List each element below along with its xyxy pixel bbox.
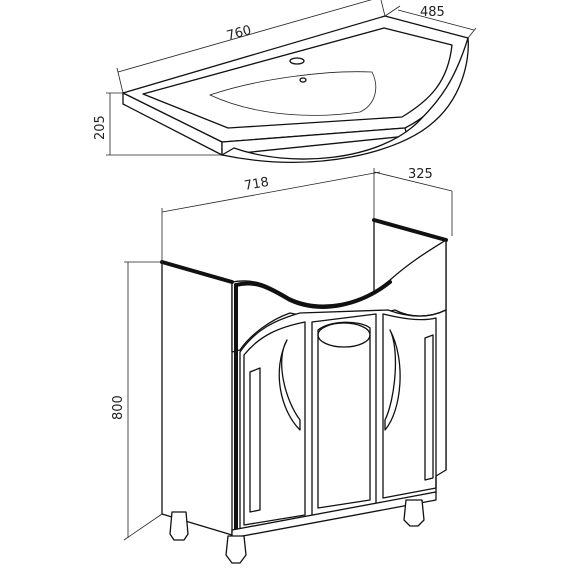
basin-depth-label: 485 [420,5,445,20]
basin-dimension-lines [106,0,477,156]
cabinet-height-label: 800 [111,395,126,420]
faucet-hole [289,57,305,65]
cabinet-width-label: 718 [243,175,270,194]
drain-hole [299,77,307,83]
washbasin [122,15,469,163]
basin-height-label: 205 [93,115,108,140]
cabinet-depth-label: 325 [408,167,433,182]
basin-width-label: 760 [225,23,253,44]
vanity-cabinet [160,218,448,539]
cabinet-legs [169,499,425,564]
cabinet-dimension-lines [123,168,453,541]
